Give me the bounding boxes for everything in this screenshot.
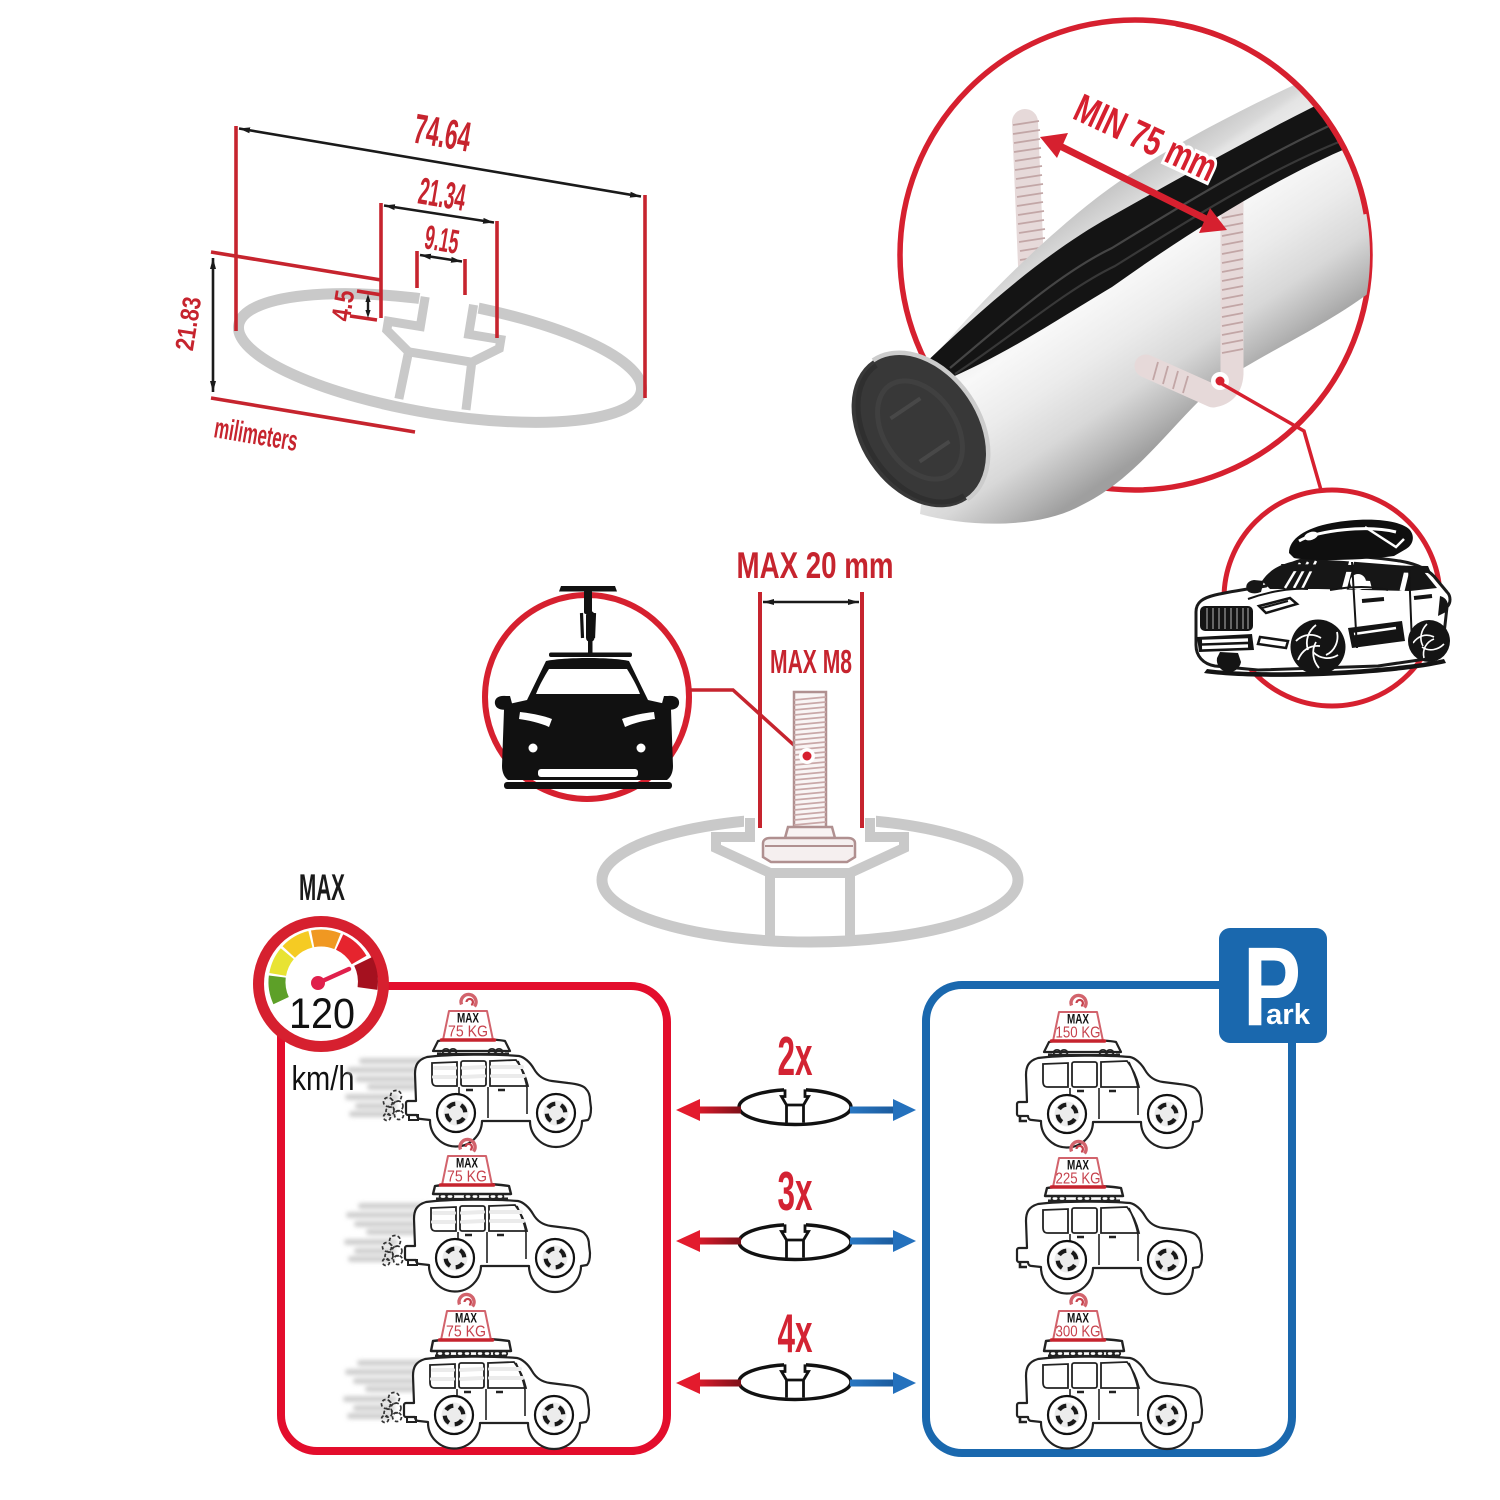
svg-text:ark: ark: [1266, 999, 1311, 1031]
svg-text:MAX: MAX: [455, 1310, 477, 1326]
svg-text:225 KG: 225 KG: [1056, 1171, 1101, 1188]
svg-text:MAX: MAX: [456, 1155, 478, 1171]
svg-text:MAX: MAX: [1067, 1011, 1089, 1027]
svg-text:km/h: km/h: [292, 1060, 355, 1098]
svg-text:21.34: 21.34: [415, 171, 468, 220]
svg-text:21.83: 21.83: [169, 295, 207, 353]
svg-text:9.15: 9.15: [422, 219, 462, 262]
svg-text:milimeters: milimeters: [212, 412, 300, 458]
svg-text:MAX: MAX: [1067, 1310, 1089, 1326]
svg-text:150 KG: 150 KG: [1056, 1025, 1101, 1042]
svg-text:3x: 3x: [778, 1160, 813, 1222]
svg-text:120: 120: [289, 990, 355, 1038]
svg-text:4.5: 4.5: [326, 288, 360, 323]
svg-text:MAX: MAX: [457, 1010, 479, 1026]
svg-text:300 KG: 300 KG: [1056, 1324, 1101, 1341]
svg-text:4x: 4x: [778, 1302, 813, 1364]
svg-text:75 KG: 75 KG: [448, 1024, 488, 1041]
svg-text:MAX M8: MAX M8: [770, 643, 852, 680]
svg-text:74.64: 74.64: [410, 105, 474, 161]
svg-text:MAX: MAX: [299, 867, 345, 908]
svg-text:MAX: MAX: [1067, 1157, 1089, 1173]
svg-text:P: P: [1243, 924, 1301, 1049]
svg-text:2x: 2x: [778, 1025, 813, 1087]
svg-text:75 KG: 75 KG: [447, 1169, 487, 1186]
svg-text:75 KG: 75 KG: [446, 1324, 486, 1341]
svg-text:MAX 20 mm: MAX 20 mm: [737, 545, 894, 586]
